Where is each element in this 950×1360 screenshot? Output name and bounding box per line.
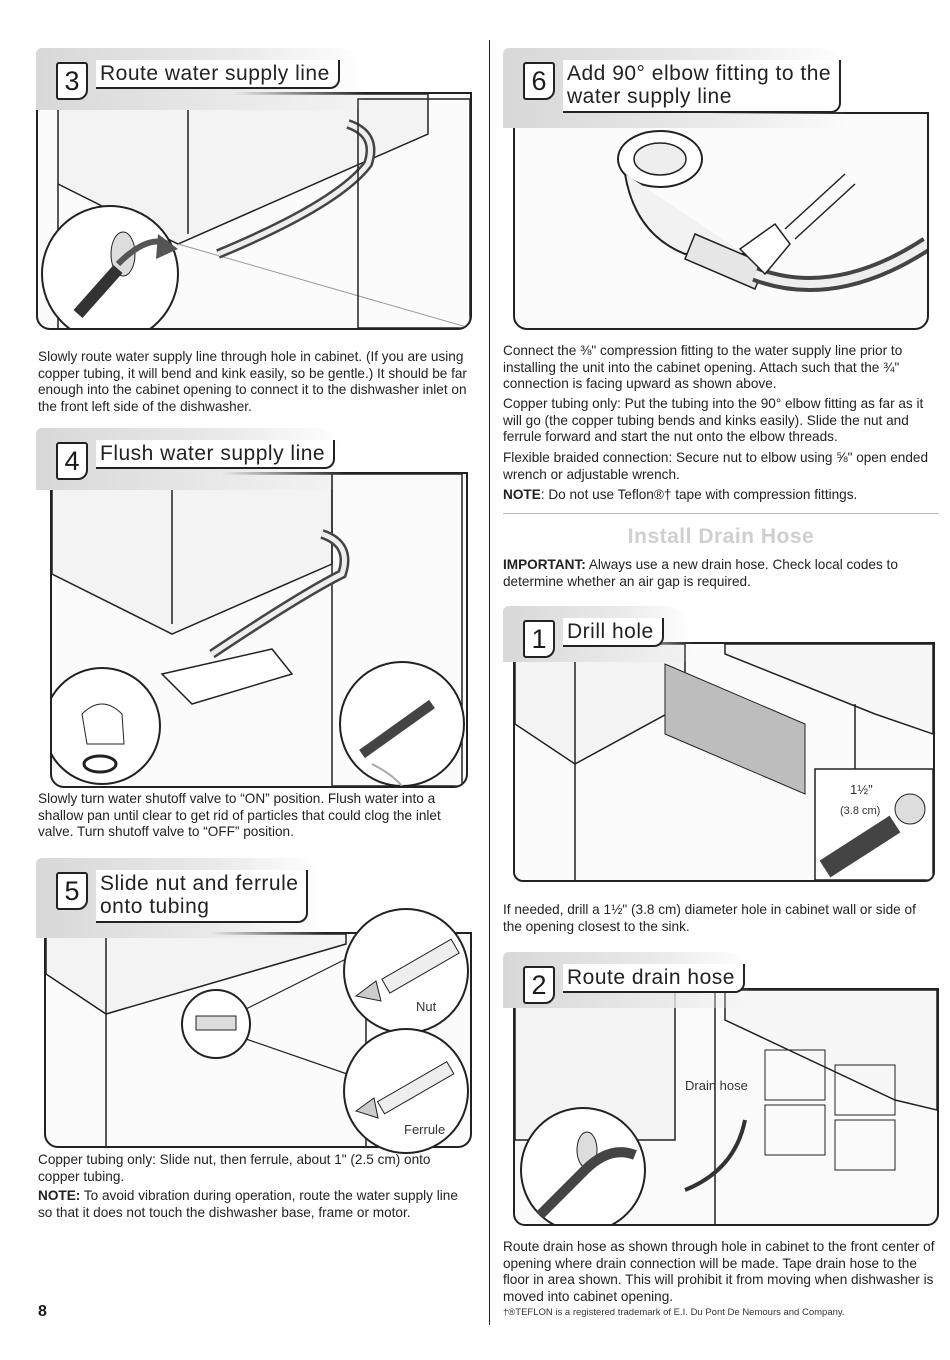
step-3-number: 3 xyxy=(56,62,88,100)
elbow-fitting-drawing xyxy=(617,130,927,292)
step-6-note-label: NOTE xyxy=(503,487,541,502)
nut-ferrule-drawing xyxy=(46,934,377,1146)
step-5-title-line2: onto tubing xyxy=(100,895,210,918)
important-note: IMPORTANT: Always use a new drain hose. … xyxy=(503,557,937,590)
route-drain-hose-number: 2 xyxy=(523,966,555,1004)
drain-step-2-route-drain-hose: Drain hose 2 Route drain hose xyxy=(503,952,939,1230)
important-label: IMPORTANT: xyxy=(503,557,586,572)
drain-step-1-drill-hole: 1½" (3.8 cm) 1 Drill hole xyxy=(503,606,939,882)
route-drain-hose-title: Route drain hose xyxy=(563,964,745,993)
drill-hole-header: 1 Drill hole xyxy=(503,606,693,662)
step-4-text: Slowly turn water shutoff valve to “ON” … xyxy=(38,791,441,839)
step-3-title: Route water supply line xyxy=(96,60,340,89)
ferrule-label: Ferrule xyxy=(404,1122,445,1137)
drill-hole-drawing: 1½" (3.8 cm) xyxy=(515,644,933,880)
step-6-number: 6 xyxy=(523,62,555,100)
step-3-illustration xyxy=(36,92,472,330)
step-5-number: 5 xyxy=(56,872,88,910)
step-3-route-water-supply-line: 3 Route water supply line xyxy=(36,48,476,330)
step-5-note-label: NOTE: xyxy=(38,1188,81,1203)
install-drain-hose-heading: Install Drain Hose xyxy=(627,525,815,548)
step-6-title: Add 90° elbow fitting to the water suppl… xyxy=(563,60,842,113)
teflon-footnote: †®TEFLON is a registered trademark of E.… xyxy=(503,1307,845,1318)
column-divider xyxy=(489,40,490,1325)
step-6-para2: Copper tubing only: Put the tubing into … xyxy=(503,396,924,444)
step-4-flush-water-supply-line: 4 Flush water supply line xyxy=(36,428,476,788)
water-line-routing-drawing xyxy=(41,94,470,328)
nut-ferrule-detail-circles: Nut Ferrule xyxy=(343,908,469,1154)
important-text: Always use a new drain hose. Check local… xyxy=(503,557,898,589)
step-5-text: Copper tubing only: Slide nut, then ferr… xyxy=(38,1152,431,1184)
drill-hole-text: If needed, drill a 1½" (3.8 cm) diameter… xyxy=(503,902,916,934)
route-drain-hose-illustration: Drain hose xyxy=(513,988,939,1226)
step-5-note-text: To avoid vibration during operation, rou… xyxy=(38,1188,458,1220)
drain-hose-label: Drain hose xyxy=(685,1078,748,1093)
step-6-note-text: : Do not use Teflon®† tape with compress… xyxy=(540,487,858,502)
drill-hole-number: 1 xyxy=(523,620,555,658)
step-6-illustration xyxy=(513,112,929,330)
flush-water-drawing xyxy=(52,474,465,786)
route-drain-hose-drawing: Drain hose xyxy=(515,990,937,1224)
step-4-title: Flush water supply line xyxy=(96,440,336,469)
step-5-title: Slide nut and ferrule onto tubing xyxy=(96,870,309,923)
step-6-title-line1: Add 90° elbow fitting to the xyxy=(567,62,832,85)
drill-hole-illustration: 1½" (3.8 cm) xyxy=(513,642,935,882)
step-3-text: Slowly route water supply line through h… xyxy=(38,349,467,414)
step-6-title-line2: water supply line xyxy=(567,85,732,108)
drill-metric-label: (3.8 cm) xyxy=(840,805,880,817)
step-4-number: 4 xyxy=(56,442,88,480)
step-4-illustration xyxy=(50,472,468,788)
step-5-note: NOTE: To avoid vibration during operatio… xyxy=(38,1188,474,1221)
drill-size-label: 1½" xyxy=(850,782,873,797)
step-4-header: 4 Flush water supply line xyxy=(36,428,346,490)
nut-label: Nut xyxy=(416,999,437,1014)
step-6-para3: Flexible braided connection: Secure nut … xyxy=(503,450,929,482)
step-5-slide-nut-and-ferrule: Nut Ferrule 5 Slide nut and ferrule onto… xyxy=(36,858,476,1154)
section-divider xyxy=(503,513,939,514)
page-number: 8 xyxy=(38,1303,47,1320)
route-drain-hose-header: 2 Route drain hose xyxy=(503,952,753,1008)
drill-hole-title: Drill hole xyxy=(563,618,664,647)
step-6-para1: Connect the ⅜" compression fitting to th… xyxy=(503,343,903,391)
step-6-note: NOTE: Do not use Teflon®† tape with comp… xyxy=(503,487,937,504)
step-5-title-line1: Slide nut and ferrule xyxy=(100,872,299,895)
step-5-header: 5 Slide nut and ferrule onto tubing xyxy=(36,858,326,938)
step-6-header: 6 Add 90° elbow fitting to the water sup… xyxy=(503,48,848,128)
step-6-add-elbow-fitting: 6 Add 90° elbow fitting to the water sup… xyxy=(503,48,939,330)
step-3-header: 3 Route water supply line xyxy=(36,48,366,110)
route-drain-hose-text: Route drain hose as shown through hole i… xyxy=(503,1239,935,1304)
